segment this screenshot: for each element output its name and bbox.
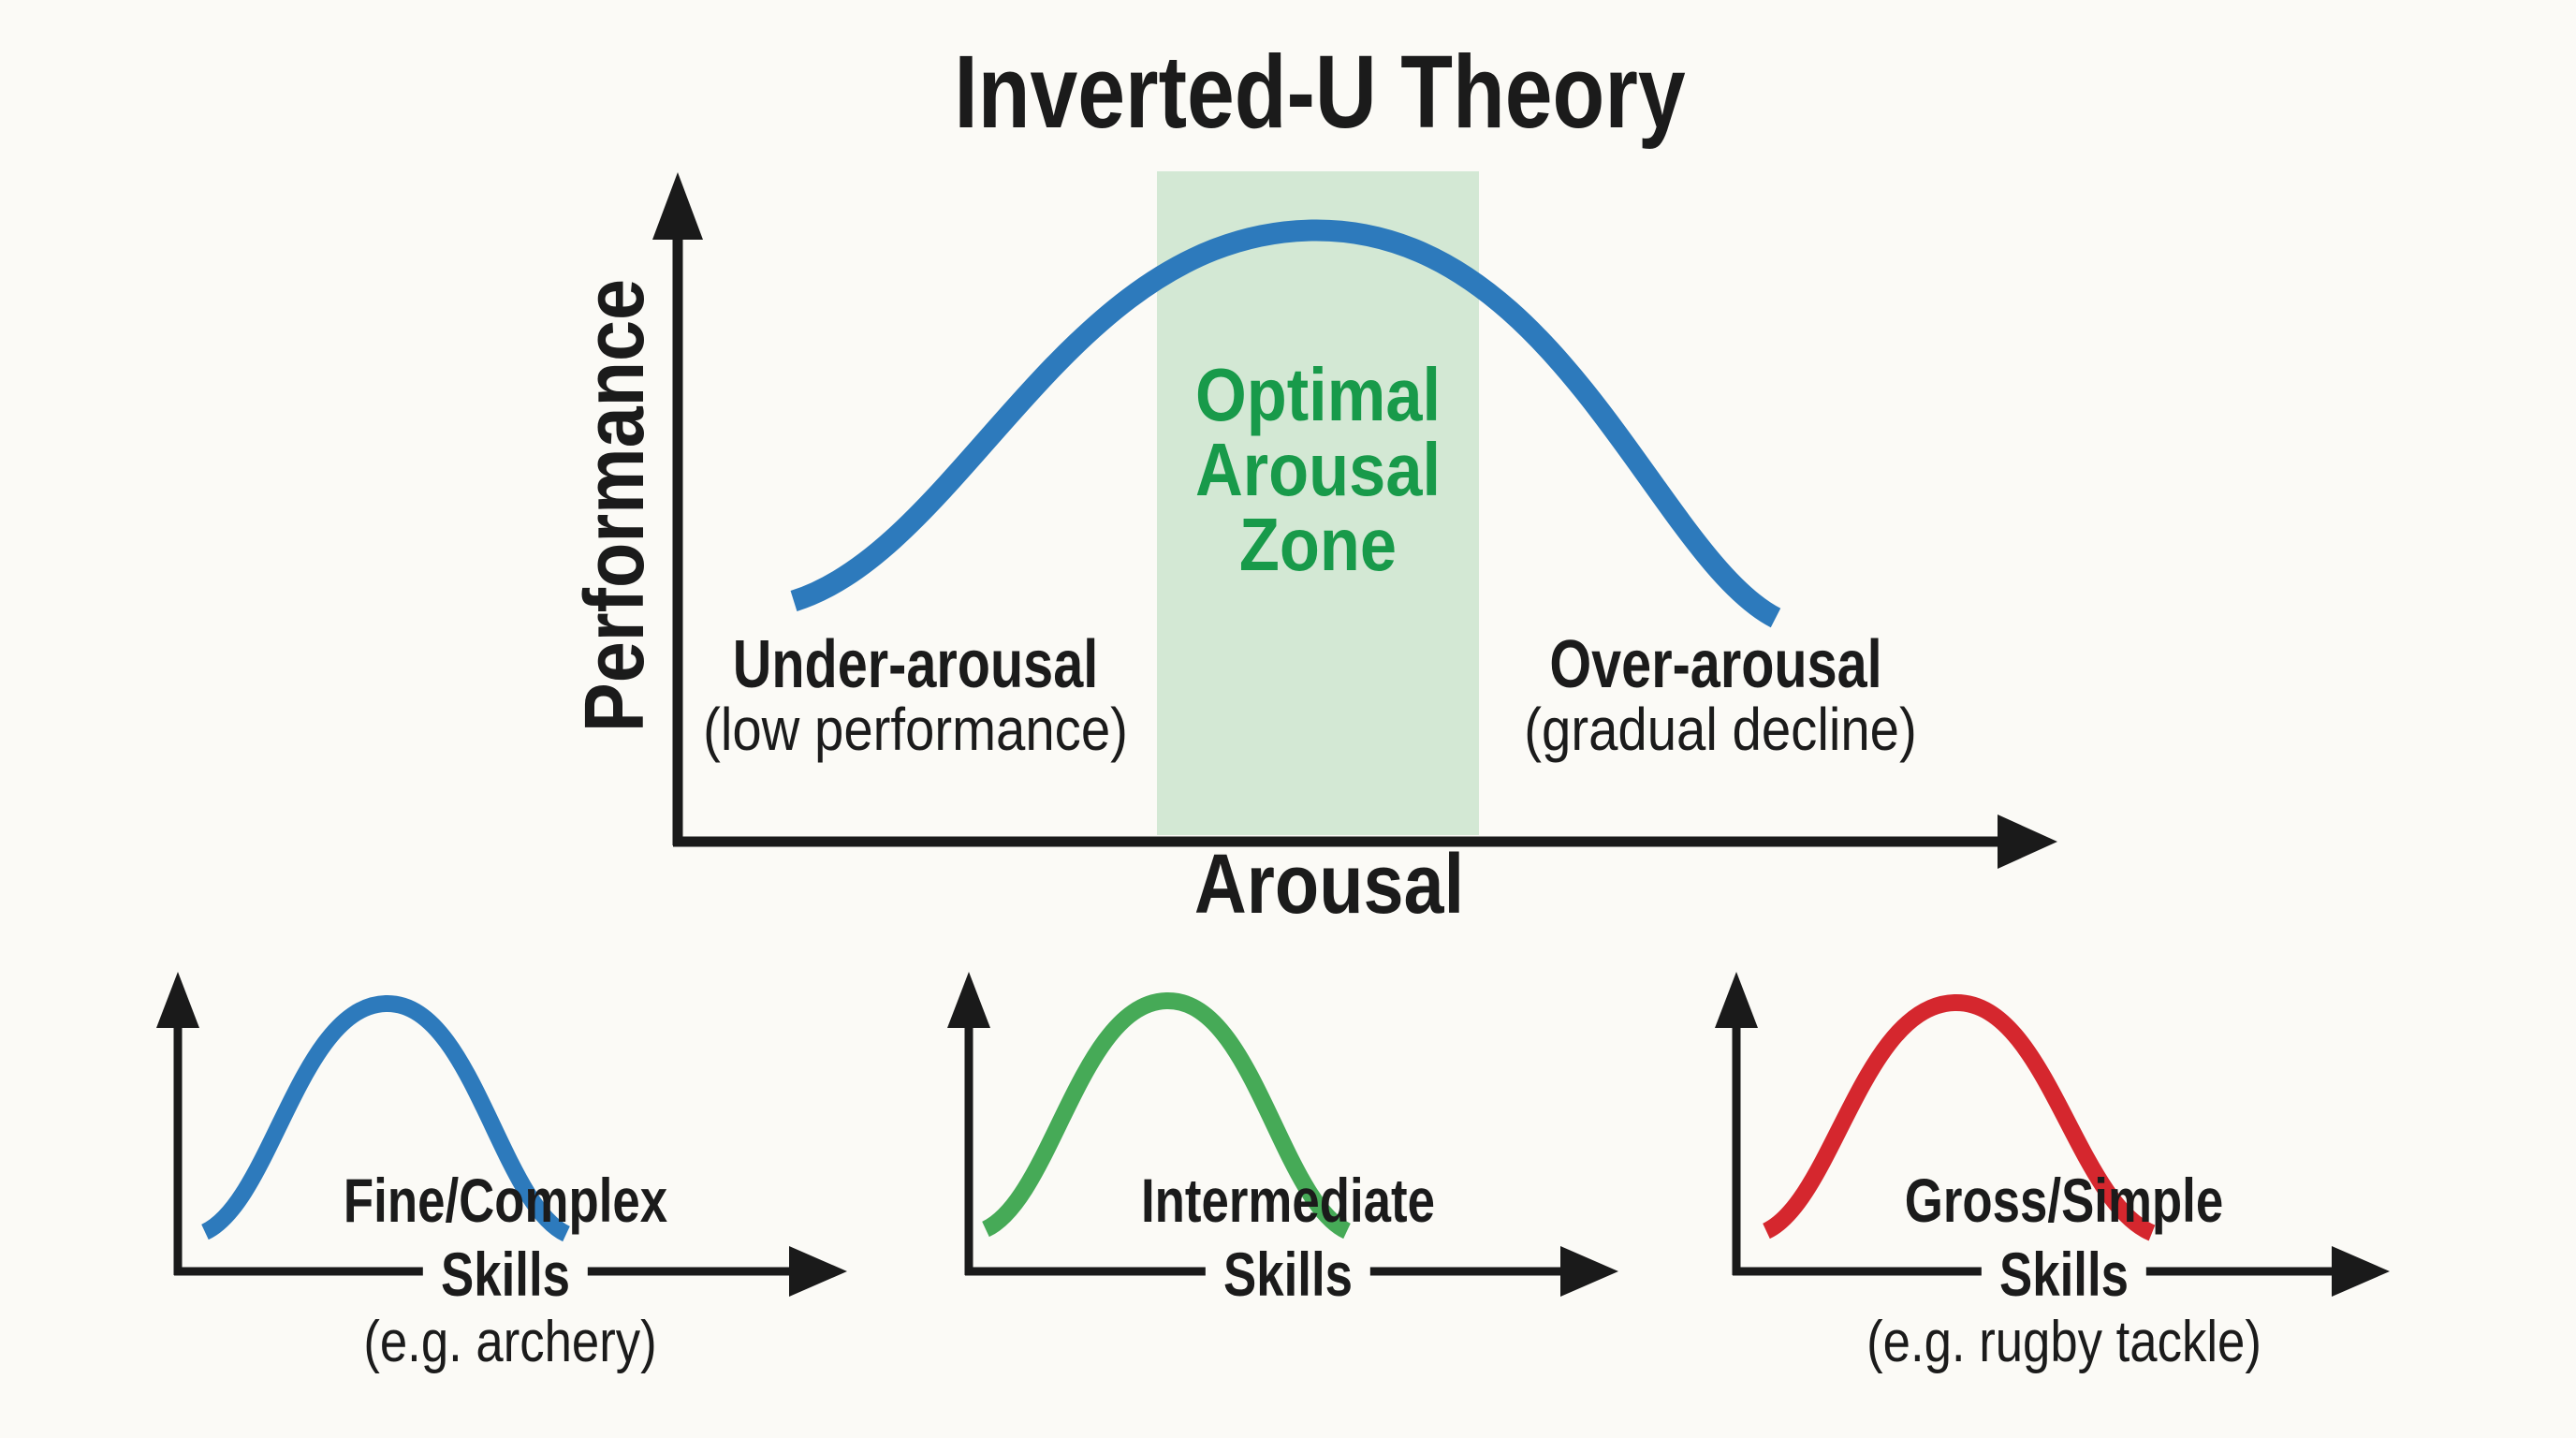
optimal-zone-label: Optimal Arousal Zone — [1195, 358, 1441, 582]
gross-simple-skills-axis-label: Skills — [1981, 1243, 2147, 1305]
optimal-zone-band — [1157, 171, 1479, 835]
fine-complex-label: Fine/Complex — [343, 1166, 668, 1235]
arousal-axis-label: Arousal — [1193, 838, 1465, 932]
over-arousal-label: Over-arousal — [1549, 627, 1882, 702]
performance-axis-label: Performance — [568, 278, 662, 733]
intermediate-y-axis-arrow-icon — [947, 972, 990, 1028]
fine-complex-curve — [200, 994, 571, 1242]
over-arousal-note: (gradual decline) — [1524, 696, 1917, 763]
under-arousal-note: (low performance) — [703, 696, 1128, 763]
performance-curve — [790, 219, 1781, 628]
optimal-zone-label-line3: Zone — [1238, 503, 1398, 586]
main-x-axis-arrow-icon — [1998, 814, 2057, 869]
gross-simple-label: Gross/Simple — [1904, 1166, 2224, 1235]
gross-simple-curve — [1762, 993, 2156, 1241]
main-y-axis-arrow-icon — [652, 172, 703, 240]
gross-simple-x-axis-arrow-icon — [2332, 1246, 2390, 1297]
gross-simple-example: (e.g. rugby tackle) — [1866, 1310, 2261, 1374]
intermediate-skills-axis-label: Skills — [1205, 1243, 1371, 1305]
fine-complex-skills-axis-label: Skills — [422, 1243, 589, 1305]
optimal-zone-label-line1: Optimal — [1194, 353, 1442, 436]
intermediate-x-axis-arrow-icon — [1560, 1246, 1618, 1297]
intermediate-curve — [981, 991, 1352, 1240]
under-arousal-label: Under-arousal — [732, 627, 1099, 702]
optimal-zone-label-line2: Arousal — [1194, 428, 1442, 511]
intermediate-label: Intermediate — [1141, 1166, 1435, 1235]
fine-complex-y-axis-arrow-icon — [156, 972, 199, 1028]
main-axes — [652, 172, 2057, 869]
gross-simple-y-axis-arrow-icon — [1715, 972, 1758, 1028]
fine-complex-x-axis-arrow-icon — [789, 1246, 847, 1297]
fine-complex-example: (e.g. archery) — [363, 1310, 657, 1374]
page-title: Inverted-U Theory — [954, 35, 1686, 150]
